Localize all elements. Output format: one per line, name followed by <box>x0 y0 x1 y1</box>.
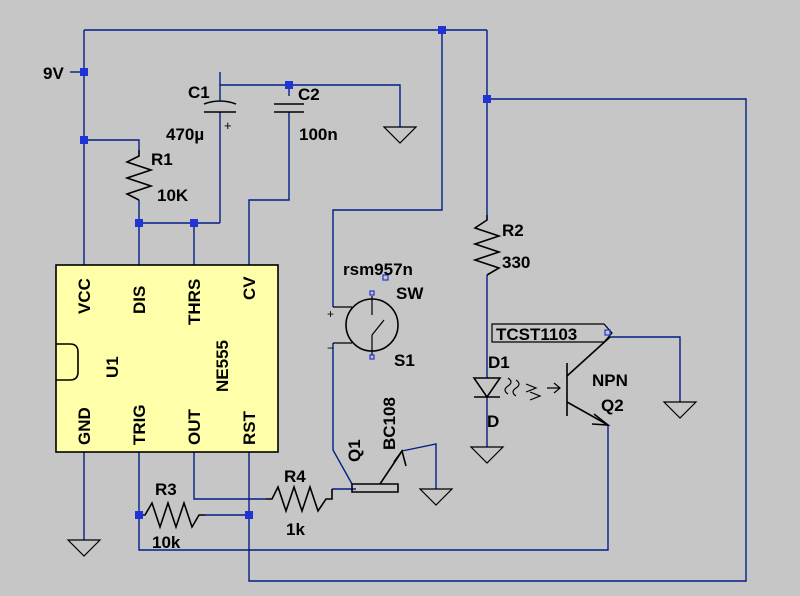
junction-dot[interactable] <box>245 511 253 519</box>
r4-value: 1k <box>286 520 305 539</box>
wire-c1-top[interactable] <box>219 72 401 127</box>
switch-s1[interactable]: + − rsm957n SW S1 <box>327 260 424 370</box>
wire-switch-feed[interactable] <box>332 30 443 307</box>
emission-arrows-icon <box>504 377 542 401</box>
q2-name: Q2 <box>601 396 624 415</box>
junction-dot[interactable] <box>80 136 88 144</box>
ic-u1-ne555[interactable]: VCC DIS THRS CV GND TRIG OUT RST U1 NE55… <box>55 264 279 453</box>
junction-dot[interactable] <box>190 219 198 227</box>
ground-icon <box>418 488 454 506</box>
wire-r4-left[interactable] <box>193 452 266 500</box>
switch-minus-label: − <box>327 341 334 355</box>
r3-value: 10k <box>152 533 181 552</box>
wire-q1-emitter[interactable] <box>401 443 437 489</box>
r2-name: R2 <box>502 221 524 240</box>
r1-name: R1 <box>151 150 173 169</box>
capacitor-c2[interactable]: C2 100n <box>274 85 338 144</box>
wire-switch-minus[interactable] <box>332 343 353 485</box>
resistor-r1[interactable]: R1 10K <box>124 150 189 205</box>
resistor-r2-body <box>472 215 502 276</box>
junction-dot[interactable] <box>135 219 143 227</box>
junction-dot[interactable] <box>438 26 446 34</box>
resistor-r3[interactable]: R3 10k <box>139 480 205 552</box>
ground-symbols <box>66 126 698 557</box>
s1-model: rsm957n <box>343 260 413 279</box>
resistor-r4-body <box>266 484 333 514</box>
resistor-r4[interactable]: R4 1k <box>266 467 333 539</box>
c2-value: 100n <box>299 125 338 144</box>
r2-value: 330 <box>502 253 530 272</box>
pin-gnd-label: GND <box>75 407 94 445</box>
ground-icon <box>382 126 418 144</box>
ic-part-number: NE555 <box>213 340 232 392</box>
transistor-q1-base-bar <box>351 483 399 493</box>
ic-notch <box>56 343 79 381</box>
diode-d1-triangle <box>472 377 502 399</box>
r1-value: 10K <box>157 186 189 205</box>
ground-icon <box>662 401 698 419</box>
switch-pin <box>369 354 375 360</box>
q2-type: NPN <box>592 371 628 390</box>
ic-designator: U1 <box>103 356 122 378</box>
junction-dot[interactable] <box>483 95 491 103</box>
net-label-9v: 9V <box>43 64 64 83</box>
wire-right-loop[interactable] <box>248 98 747 582</box>
s1-name: S1 <box>394 351 415 370</box>
switch-s1-contact <box>371 296 385 355</box>
transistor-q1[interactable]: Q1 BC108 <box>345 397 407 493</box>
ground-icon <box>469 446 505 464</box>
d1-type: D <box>487 412 499 431</box>
c1-value: 470µ <box>166 125 204 144</box>
light-arrow-icon <box>547 382 561 394</box>
junction-dot[interactable] <box>135 511 143 519</box>
q1-part: BC108 <box>380 397 399 450</box>
diode-d1[interactable]: D1 D <box>472 353 542 431</box>
transistor-q2[interactable]: NPN Q2 <box>547 336 628 426</box>
wire-trig[interactable] <box>138 425 609 551</box>
resistor-r3-body <box>139 500 205 530</box>
s1-pin-label: SW <box>396 284 424 303</box>
c1-name: C1 <box>188 83 210 102</box>
r4-name: R4 <box>284 467 306 486</box>
transistor-q2-arrow <box>591 413 611 426</box>
label-flag <box>491 323 613 343</box>
resistor-r2[interactable]: R2 330 <box>472 215 530 276</box>
resistor-r1-body <box>124 150 154 201</box>
junction-dot[interactable] <box>285 81 293 89</box>
transistor-q2-collector <box>566 336 611 377</box>
wire-q2-collector[interactable] <box>610 336 681 402</box>
pin-rst-label: RST <box>240 410 259 445</box>
wires <box>70 29 747 582</box>
ic-pin-labels-top: VCC DIS THRS CV <box>75 276 259 325</box>
r3-name: R3 <box>155 480 177 499</box>
switch-pin <box>369 290 375 296</box>
pin-dis-label: DIS <box>130 286 149 314</box>
d1-name: D1 <box>488 353 510 372</box>
junctions <box>80 26 491 519</box>
capacitor-c1[interactable]: C1 + 470µ <box>166 83 237 144</box>
q1-name: Q1 <box>345 439 364 462</box>
switch-attr-pin <box>382 274 389 281</box>
transistor-q2-emitter <box>566 401 609 426</box>
pin-vcc-label: VCC <box>75 278 94 314</box>
c2-name: C2 <box>298 85 320 104</box>
pin-thrs-label: THRS <box>185 279 204 325</box>
optocoupler-label[interactable]: TCST1103 <box>491 323 613 344</box>
c1-polarity: + <box>224 118 232 133</box>
wire-r1-top[interactable] <box>84 139 140 150</box>
ground-icon <box>66 539 102 557</box>
opto-name: TCST1103 <box>496 325 577 344</box>
ic-body <box>55 264 279 453</box>
pin-trig-label: TRIG <box>130 404 149 445</box>
switch-plus-label: + <box>327 307 334 321</box>
pin-cv-label: CV <box>240 276 259 300</box>
pin-out-label: OUT <box>185 409 204 446</box>
wire-c2-bottom[interactable] <box>248 112 290 265</box>
transistor-q1-arrow <box>393 449 407 467</box>
label-pin <box>604 329 611 336</box>
ic-pin-labels-bottom: GND TRIG OUT RST <box>75 404 259 445</box>
junction-dot[interactable] <box>80 68 88 76</box>
